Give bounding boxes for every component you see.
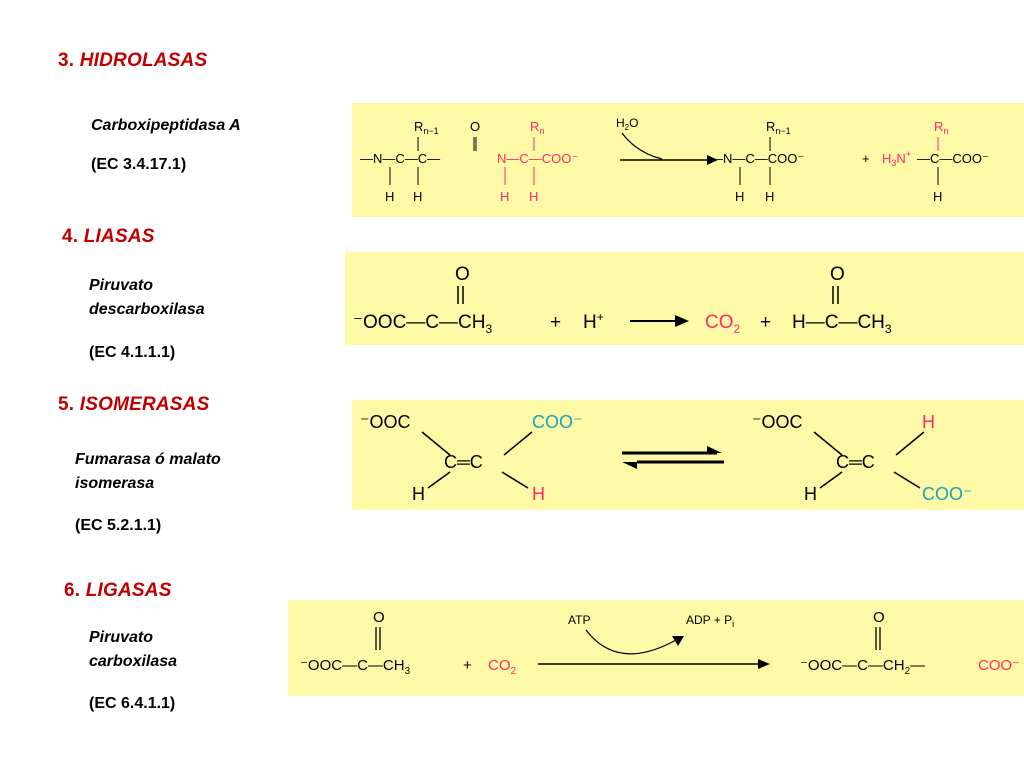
water-label: H2O	[616, 116, 638, 132]
section-title-ligasas: 6. LIGASAS	[64, 580, 172, 602]
reaction-diagram-isomerization: ⁻OOC COO⁻ C═C H H ⁻OOC H C═C H COO⁻	[360, 412, 973, 504]
substrate-chain: —N—C—C—	[360, 151, 440, 166]
section-number: 5.	[58, 394, 75, 415]
carbonyl-o: O	[830, 264, 845, 285]
carboxylate-highlight: COO⁻	[922, 484, 973, 504]
carbonyl-o: O	[470, 119, 480, 134]
pyruvate: ⁻OOC—C—CH3	[300, 657, 411, 677]
h-atom: H	[413, 189, 422, 204]
alkene: C═C	[836, 452, 875, 472]
h-atom-highlight: H	[922, 412, 935, 432]
carboxylate: ⁻OOC	[752, 412, 803, 432]
acetaldehyde: H—C—CH3	[792, 312, 892, 336]
reaction-diagram-decarboxylation: O ⁻OOC—C—CH3 + H+ CO2 + O H—C—CH3	[353, 264, 892, 336]
alkene: C═C	[444, 452, 483, 472]
substituent-rn-1: Rn−1	[414, 119, 439, 136]
cofactor-curve	[585, 629, 677, 655]
carbonyl-o: O	[455, 264, 470, 285]
section-number: 6.	[64, 580, 81, 601]
h-atom: H	[735, 189, 744, 204]
product-chain: —N—C—COO⁻	[710, 151, 804, 166]
carbonyl-o: O	[373, 609, 385, 626]
pyruvate: ⁻OOC—C—CH3	[353, 312, 492, 336]
reaction-diagram-hydrolysis: Rn−1 O Rn —N—C—C— N—C—COO⁻ H H H H H2O R…	[360, 116, 989, 204]
h-atom-highlight: H	[532, 484, 545, 504]
h-atom: H	[412, 484, 425, 504]
substituent-rn: Rn	[530, 119, 544, 136]
ec-number-liasas: (EC 4.1.1.1)	[89, 344, 176, 361]
section-number: 4.	[62, 226, 79, 247]
enzyme-name-isomerasas: Fumarasa ó malato isomerasa	[75, 448, 221, 496]
amino-group: H3N+	[882, 149, 911, 168]
adp-pi-label: ADP + Pi	[686, 613, 734, 629]
reaction-panel-liasas: O ⁻OOC—C—CH3 + H+ CO2 + O H—C—CH3	[345, 252, 1024, 345]
enzyme-line: Piruvato	[89, 277, 154, 294]
h-atom: H	[804, 484, 817, 504]
carboxylate-highlight: COO⁻	[532, 412, 583, 432]
reaction-panel-isomerasas: ⁻OOC COO⁻ C═C H H ⁻OOC H C═C H COO⁻	[352, 400, 1024, 510]
enzyme-line: Carboxipeptidasa A	[91, 117, 241, 134]
section-title-isomerasas: 5. ISOMERASAS	[58, 394, 209, 416]
section-name: ISOMERASAS	[79, 394, 210, 415]
enzyme-line: isomerasa	[75, 475, 155, 492]
h-atom: H	[933, 189, 942, 204]
section-title-hidrolasas: 3. HIDROLASAS	[58, 50, 207, 72]
carboxylate: ⁻OOC	[360, 412, 411, 432]
h-atom: H	[765, 189, 774, 204]
enzyme-line: Piruvato	[89, 629, 154, 646]
reaction-panel-hidrolasas: Rn−1 O Rn —N—C—C— N—C—COO⁻ H H H H H2O R…	[352, 103, 1024, 217]
carbon-dioxide: CO2	[488, 657, 517, 677]
enzyme-name-hidrolasas: Carboxipeptidasa A	[91, 114, 241, 138]
enzyme-name-ligasas: Piruvato carboxilasa	[89, 626, 177, 674]
ec-number-ligasas: (EC 6.4.1.1)	[89, 695, 176, 712]
enzyme-name-liasas: Piruvato descarboxilasa	[89, 274, 205, 322]
substituent-rn: Rn	[934, 119, 948, 136]
enzyme-line: Fumarasa ó malato	[75, 451, 221, 468]
reaction-panel-ligasas: O ⁻OOC—C—CH3 + CO2 ATP ADP + Pi O ⁻OOC—C…	[288, 600, 1024, 696]
ec-number-isomerasas: (EC 5.2.1.1)	[75, 517, 162, 534]
carbon-dioxide: CO2	[705, 312, 741, 336]
enzyme-line: descarboxilasa	[89, 301, 205, 318]
section-name: LIGASAS	[85, 580, 172, 601]
carboxylate-highlight: COO⁻	[978, 657, 1020, 674]
oxaloacetate: ⁻OOC—C—CH2—	[800, 657, 925, 677]
reaction-diagram-carboxylation: O ⁻OOC—C—CH3 + CO2 ATP ADP + Pi O ⁻OOC—C…	[300, 609, 1020, 677]
h-atom: H	[385, 189, 394, 204]
ec-number-hidrolasas: (EC 3.4.17.1)	[91, 156, 187, 173]
h-atom: H	[500, 189, 509, 204]
proton: H+	[583, 310, 604, 333]
substrate-chain-highlight: N—C—COO⁻	[497, 151, 578, 166]
section-name: LIASAS	[83, 226, 155, 247]
plus-sign: +	[550, 312, 561, 333]
enzyme-line: carboxilasa	[89, 653, 178, 670]
section-title-liasas: 4. LIASAS	[62, 226, 155, 248]
h-atom: H	[529, 189, 538, 204]
plus-sign: +	[862, 151, 870, 166]
section-number: 3.	[58, 50, 75, 71]
plus-sign: +	[760, 312, 771, 333]
product-chain: —C—COO⁻	[917, 151, 989, 166]
carbonyl-o: O	[873, 609, 885, 626]
water-curve	[621, 132, 663, 160]
atp-label: ATP	[568, 613, 590, 627]
section-name: HIDROLASAS	[79, 50, 208, 71]
substituent-rn-1: Rn−1	[766, 119, 791, 136]
plus-sign: +	[463, 657, 472, 674]
